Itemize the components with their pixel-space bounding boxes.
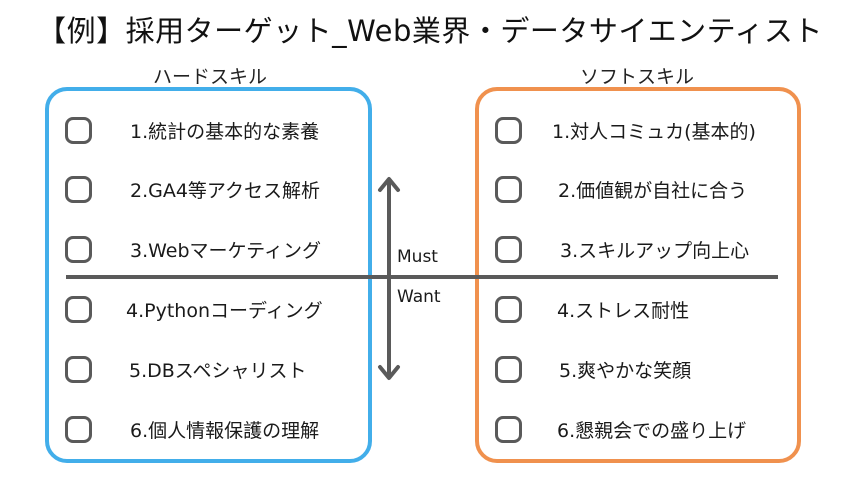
checkbox[interactable] [65,175,92,203]
hard-skill-item: 3.Webマーケティング [65,232,321,266]
checkbox[interactable] [495,116,522,144]
checkbox[interactable] [65,235,92,263]
checkbox[interactable] [65,295,92,323]
checkbox[interactable] [65,116,92,144]
soft-skill-label: 2.価値観が自社に合う [558,179,748,202]
hard-skill-label: 3.Webマーケティング [130,239,322,262]
hard-skill-label: 6.個人情報保護の理解 [130,419,320,442]
soft-skills-heading: ソフトスキル [579,66,694,88]
soft-skill-label: 1.対人コミュカ(基本的) [552,120,756,143]
soft-skill-item: 6.懇親会での盛り上げ [495,412,746,446]
checkbox[interactable] [65,355,92,383]
soft-skill-label: 4.ストレス耐性 [557,299,690,322]
soft-skill-item: 4.ストレス耐性 [495,292,689,326]
soft-skill-item: 2.価値観が自社に合う [495,172,747,206]
hard-skill-label: 1.統計の基本的な素養 [130,120,320,143]
hard-skill-item: 4.Pythonコーディング [65,292,323,326]
soft-skill-label: 6.懇親会での盛り上げ [557,419,747,442]
want-label: Want [397,287,441,307]
checkbox[interactable] [495,355,522,383]
hard-skill-label: 4.Pythonコーディング [126,299,323,322]
hard-skill-item: 2.GA4等アクセス解析 [65,172,320,206]
hard-skill-item: 6.個人情報保護の理解 [65,412,319,446]
hard-skill-label: 5.DBスペシャリスト [129,359,307,382]
soft-skill-label: 3.スキルアップ向上心 [560,239,750,262]
checkbox[interactable] [495,175,522,203]
checkbox[interactable] [495,295,522,323]
checkbox[interactable] [495,415,522,443]
diagram-title: 【例】採用ターゲット_Web業界・データサイエンティスト [37,14,823,48]
soft-skill-item: 1.対人コミュカ(基本的) [495,113,756,147]
soft-skill-label: 5.爽やかな笑顔 [559,359,692,382]
hard-skill-label: 2.GA4等アクセス解析 [130,179,320,202]
checkbox[interactable] [65,415,92,443]
double-arrow-icon [378,177,400,380]
soft-skill-item: 3.スキルアップ向上心 [495,232,749,266]
soft-skill-item: 5.爽やかな笑顔 [495,352,691,386]
must-want-divider [66,275,778,279]
hard-skills-heading: ハードスキル [152,66,267,88]
must-label: Must [397,247,438,267]
hard-skill-item: 1.統計の基本的な素養 [65,113,319,147]
checkbox[interactable] [495,235,522,263]
hard-skill-item: 5.DBスペシャリスト [65,352,306,386]
